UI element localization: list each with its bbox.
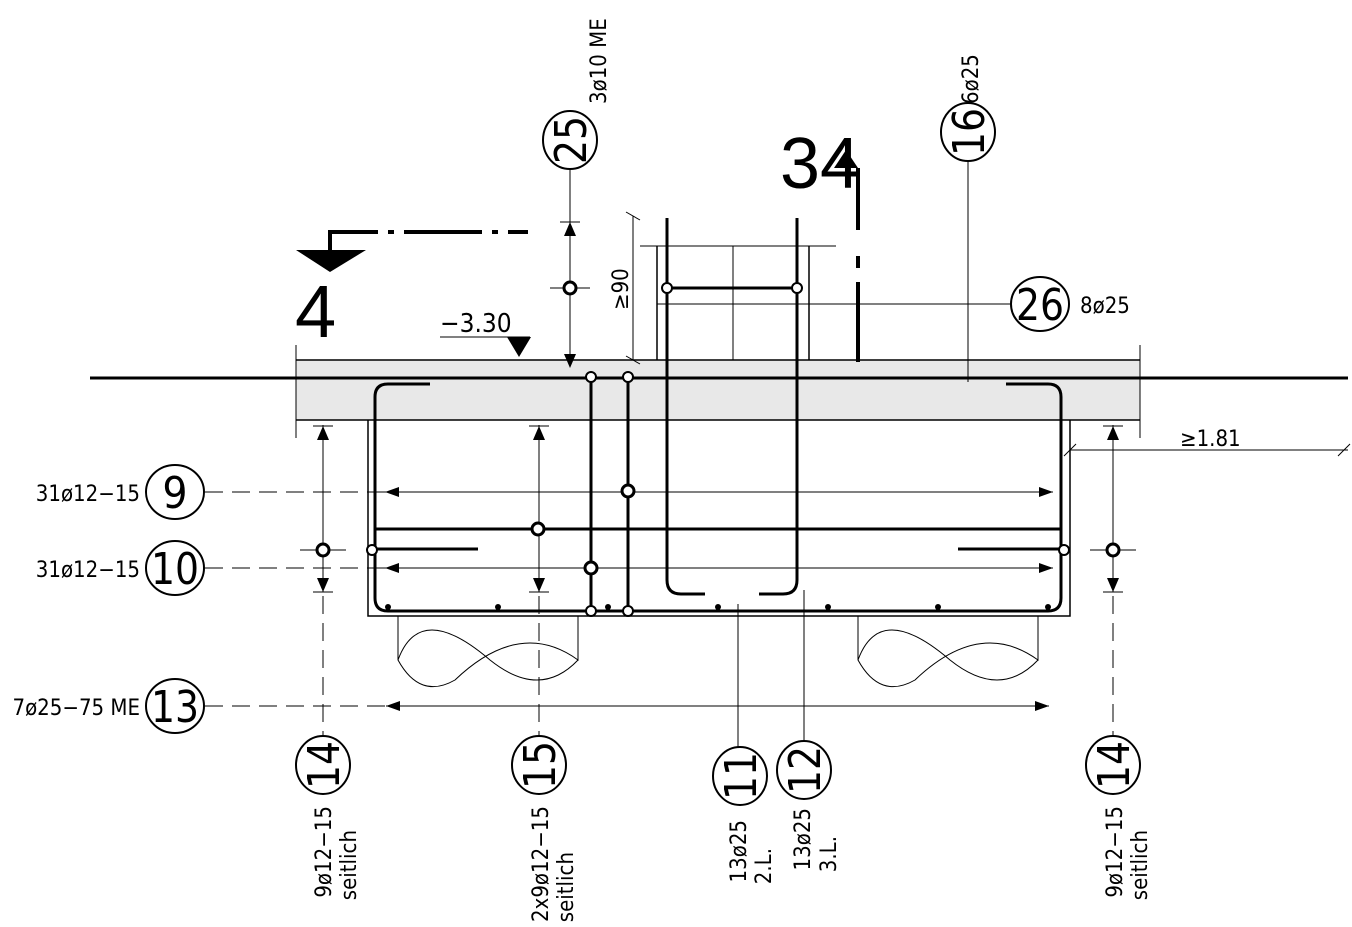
p11-note: 2.L.: [752, 848, 777, 884]
p14-left-note: seitlich: [337, 830, 362, 900]
p25-spec: 3ø10 ME: [587, 18, 612, 104]
section-34-label: 34: [780, 124, 860, 204]
bar-dot: [620, 483, 636, 499]
p25-arrow-top: [564, 222, 576, 236]
pile-left-curve: [397, 629, 579, 681]
bar-dot: [791, 282, 803, 294]
position-25-bubble: 25: [542, 110, 598, 170]
bar-dot: [825, 604, 831, 610]
p14-left-arrow-bottom: [317, 578, 329, 592]
p10-spec: 31ø12−15: [36, 558, 140, 583]
p14-right-note: seitlich: [1128, 830, 1153, 900]
p13-arrow-right: [1035, 701, 1049, 711]
section-arrow-34: [834, 150, 858, 168]
bar-dot: [585, 605, 597, 617]
p10-arrow-right: [1039, 563, 1053, 573]
p14-left-arrow-top: [317, 426, 329, 440]
p9-arrow-right: [1039, 487, 1053, 497]
p15-spec: 2x9ø12−15: [529, 806, 554, 922]
position-26-bubble: 26: [1010, 276, 1070, 332]
bar-dot: [315, 542, 331, 558]
p10-number: 10: [151, 544, 199, 595]
bar-dot: [562, 280, 578, 296]
p14-left-number: 14: [299, 741, 350, 789]
p13-number: 13: [151, 682, 199, 733]
p11-number: 11: [716, 752, 767, 800]
level-marker: [507, 337, 531, 357]
p25-number: 25: [546, 116, 597, 164]
bar-dot: [622, 371, 634, 383]
position-14-right-bubble: 14: [1085, 735, 1141, 795]
bar-dot: [495, 604, 501, 610]
position-14-left-bubble: 14: [295, 735, 351, 795]
bar-dot: [935, 604, 941, 610]
dim-90-tick-bottom: [625, 355, 641, 365]
p15-arrow-bottom: [533, 578, 545, 592]
dim-90-tick-top: [625, 211, 641, 221]
bar-dot: [1058, 544, 1070, 556]
position-10-bubble: 10: [145, 540, 205, 596]
position-13-bubble: 13: [145, 678, 205, 734]
bar-dot: [715, 604, 721, 610]
pile-left: [397, 616, 579, 688]
section-4-label: 4: [295, 270, 336, 353]
bar-dot: [605, 604, 611, 610]
p9-number: 9: [162, 468, 187, 519]
bar-dot: [661, 282, 673, 294]
p16-number: 16: [944, 108, 995, 156]
bar-dot: [385, 604, 391, 610]
bar-dot: [585, 371, 597, 383]
position-15-bubble: 15: [511, 735, 567, 795]
bar-dot: [1105, 542, 1121, 558]
stirrup: [373, 382, 1063, 613]
position-9-bubble: 9: [145, 464, 205, 520]
u-bar-left: [665, 218, 705, 596]
dim-181-tick-right: [1337, 443, 1351, 457]
bar-dot: [622, 605, 634, 617]
section-line-4: [328, 230, 528, 262]
level-label: −3.30: [440, 309, 512, 339]
dim-181-tick-left: [1063, 443, 1077, 457]
p15-note: seitlich: [554, 852, 579, 922]
p25-arrow-bottom: [564, 354, 576, 368]
p12-number: 12: [780, 746, 831, 794]
position-12-bubble: 12: [776, 740, 832, 800]
p12-spec: 13ø25: [791, 808, 816, 870]
p14-right-number: 14: [1089, 741, 1140, 789]
slab-band: [296, 360, 1140, 420]
bar-dot: [1045, 604, 1051, 610]
p9-spec: 31ø12−15: [36, 482, 140, 507]
dim-181-label: ≥1.81: [1180, 427, 1241, 452]
p14-left-spec: 9ø12−15: [312, 806, 337, 898]
p26-number: 26: [1016, 280, 1064, 331]
p16-spec: 6ø25: [959, 54, 984, 104]
section-arrow-4: [296, 250, 366, 272]
p15-number: 15: [515, 741, 566, 789]
p14-right-arrow-bottom: [1107, 578, 1119, 592]
p9-arrow-left: [385, 487, 399, 497]
pile-right-curve: [857, 629, 1039, 681]
p10-arrow-left: [385, 563, 399, 573]
p15-arrow-top: [533, 426, 545, 440]
u-bar-right: [759, 218, 799, 596]
position-16-bubble: 16: [940, 102, 996, 162]
dim-90-label: ≥90: [609, 268, 634, 310]
p14-right-spec: 9ø12−15: [1103, 806, 1128, 898]
p12-note: 3.L.: [817, 836, 842, 872]
p13-spec: 7ø25−75 ME: [12, 696, 140, 721]
bar-dot: [530, 521, 546, 537]
bar-dot: [583, 560, 599, 576]
position-11-bubble: 11: [712, 746, 768, 806]
bar-dot: [366, 544, 378, 556]
pile-right: [857, 616, 1039, 688]
p14-right-arrow-top: [1107, 426, 1119, 440]
p11-spec: 13ø25: [727, 820, 752, 882]
p26-spec: 8ø25: [1080, 294, 1130, 319]
p13-arrow-left: [386, 701, 400, 711]
beam-outline: [367, 420, 1071, 617]
